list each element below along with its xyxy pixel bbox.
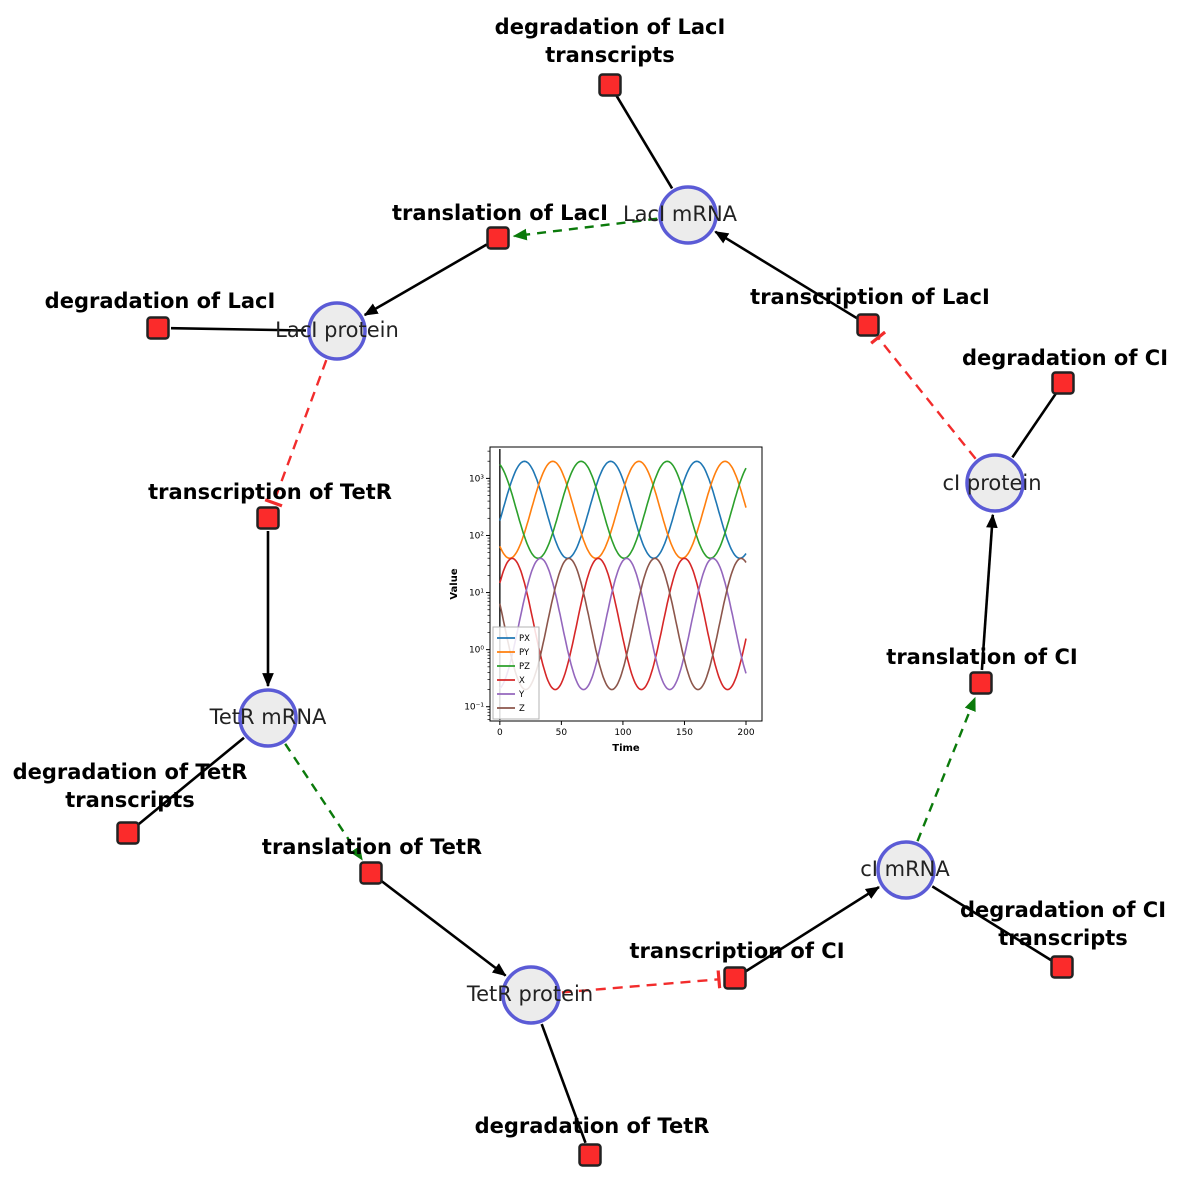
svg-text:200: 200 — [737, 728, 754, 738]
edge-reactant-tetr-protein-to-deg-tetr[interactable] — [540, 1023, 587, 1144]
edge-product-transcription-ci-to-ci-mrna[interactable] — [745, 886, 880, 973]
chart-series-PX — [499, 460, 747, 560]
species-node-tetr-mrna[interactable] — [238, 688, 298, 748]
species-node-laci-protein[interactable] — [307, 301, 367, 361]
reaction-node-deg-laci[interactable] — [146, 316, 170, 340]
edge-reactant-tetr-mrna-to-deg-tetr-transcripts[interactable] — [137, 736, 245, 826]
svg-text:Y: Y — [518, 690, 525, 700]
chart-series-X — [499, 557, 747, 691]
edge-modifier-tetr-mrna-to-translation-tetr[interactable] — [284, 743, 364, 861]
reaction-label-translation-laci: translation of LacI — [392, 201, 608, 225]
reaction-node-transcription-tetr[interactable] — [256, 506, 280, 530]
svg-text:0: 0 — [497, 728, 503, 738]
edge-reactant-laci-protein-to-deg-laci[interactable] — [170, 326, 307, 332]
reaction-label-transcription-tetr: transcription of TetR — [148, 480, 392, 504]
chart-series-PZ — [499, 460, 747, 560]
edge-inhibition-tetr-protein-to-transcription-ci[interactable] — [561, 970, 722, 994]
x-axis-label: Time — [612, 743, 640, 754]
svg-text:PZ: PZ — [519, 662, 530, 672]
species-label-tetr-protein: TetR protein — [466, 982, 593, 1006]
svg-text:150: 150 — [676, 728, 693, 738]
svg-text:10¹: 10¹ — [469, 589, 484, 599]
species-label-ci-protein: cI protein — [942, 471, 1041, 495]
species-node-ci-protein[interactable] — [965, 453, 1025, 513]
edge-inhibition-laci-protein-to-transcription-tetr[interactable] — [264, 359, 328, 508]
edge-inhibition-ci-protein-to-transcription-laci[interactable] — [870, 330, 977, 460]
svg-text:10⁰: 10⁰ — [469, 646, 484, 656]
svg-text:100: 100 — [614, 728, 631, 738]
species-label-tetr-mrna: TetR mRNA — [209, 705, 327, 729]
species-label-ci-mrna: cI mRNA — [860, 857, 950, 881]
x-axis: 0 50 100 150 200 — [497, 721, 755, 738]
reaction-node-deg-tetr-transcripts[interactable] — [116, 821, 140, 845]
svg-text:PX: PX — [519, 634, 530, 644]
chart-series-Z — [499, 557, 747, 691]
edge-reactant-ci-protein-to-deg-ci[interactable] — [1011, 393, 1057, 459]
reaction-label-transcription-ci: transcription of CI — [629, 939, 844, 963]
edge-modifier-ci-mrna-to-translation-ci[interactable] — [916, 696, 977, 842]
reaction-label-translation-ci: translation of CI — [886, 645, 1077, 669]
edge-modifier-laci-mrna-to-translation-laci[interactable] — [512, 217, 658, 241]
reaction-node-translation-tetr[interactable] — [359, 861, 383, 885]
svg-text:10³: 10³ — [469, 474, 484, 484]
reaction-node-deg-tetr[interactable] — [578, 1143, 602, 1167]
reaction-node-transcription-laci[interactable] — [856, 313, 880, 337]
reaction-label-deg-laci: degradation of LacI — [45, 289, 276, 313]
reaction-node-transcription-ci[interactable] — [723, 966, 747, 990]
reaction-node-deg-ci-transcripts[interactable] — [1050, 955, 1074, 979]
svg-text:X: X — [519, 676, 525, 686]
reaction-node-deg-laci-transcripts[interactable] — [598, 73, 622, 97]
svg-text:50: 50 — [556, 728, 568, 738]
species-label-laci-mrna: LacI mRNA — [623, 202, 738, 226]
species-node-tetr-protein[interactable] — [501, 965, 561, 1025]
reaction-node-translation-laci[interactable] — [486, 226, 510, 250]
chart-legend: PX PY PZ XYZ — [492, 626, 540, 720]
chart-series-Y — [499, 557, 747, 691]
edge-product-translation-ci-to-ci-protein[interactable] — [980, 513, 998, 671]
edge-product-transcription-laci-to-laci-mrna[interactable] — [714, 230, 858, 320]
reaction-label-translation-tetr: translation of TetR — [262, 835, 482, 859]
reaction-label-transcription-laci: transcription of LacI — [750, 285, 990, 309]
reaction-label-deg-tetr: degradation of TetR — [475, 1114, 710, 1138]
edge-reactant-ci-mrna-to-deg-ci-transcripts[interactable] — [931, 885, 1052, 962]
edge-product-translation-laci-to-laci-protein[interactable] — [363, 243, 488, 317]
reaction-label-deg-ci: degradation of CI — [962, 346, 1168, 370]
svg-text:10⁻¹: 10⁻¹ — [464, 703, 484, 713]
species-node-laci-mrna[interactable] — [658, 185, 718, 245]
reaction-node-deg-ci[interactable] — [1051, 371, 1075, 395]
species-label-laci-protein: LacI protein — [275, 318, 399, 342]
chart-series-PY — [499, 460, 747, 560]
svg-text:10²: 10² — [469, 531, 484, 541]
svg-text:Z: Z — [519, 704, 525, 714]
svg-text:PY: PY — [519, 648, 530, 658]
edge-product-translation-tetr-to-tetr-protein[interactable] — [380, 879, 507, 977]
reaction-node-translation-ci[interactable] — [969, 671, 993, 695]
y-axis-label: Value — [449, 568, 460, 599]
y-axis: 10⁻¹ 10⁰ 10¹ 10² 10³ — [464, 450, 490, 720]
edge-reactant-laci-mrna-to-deg-laci-transcripts[interactable] — [615, 95, 674, 190]
species-node-ci-mrna[interactable] — [876, 840, 936, 900]
